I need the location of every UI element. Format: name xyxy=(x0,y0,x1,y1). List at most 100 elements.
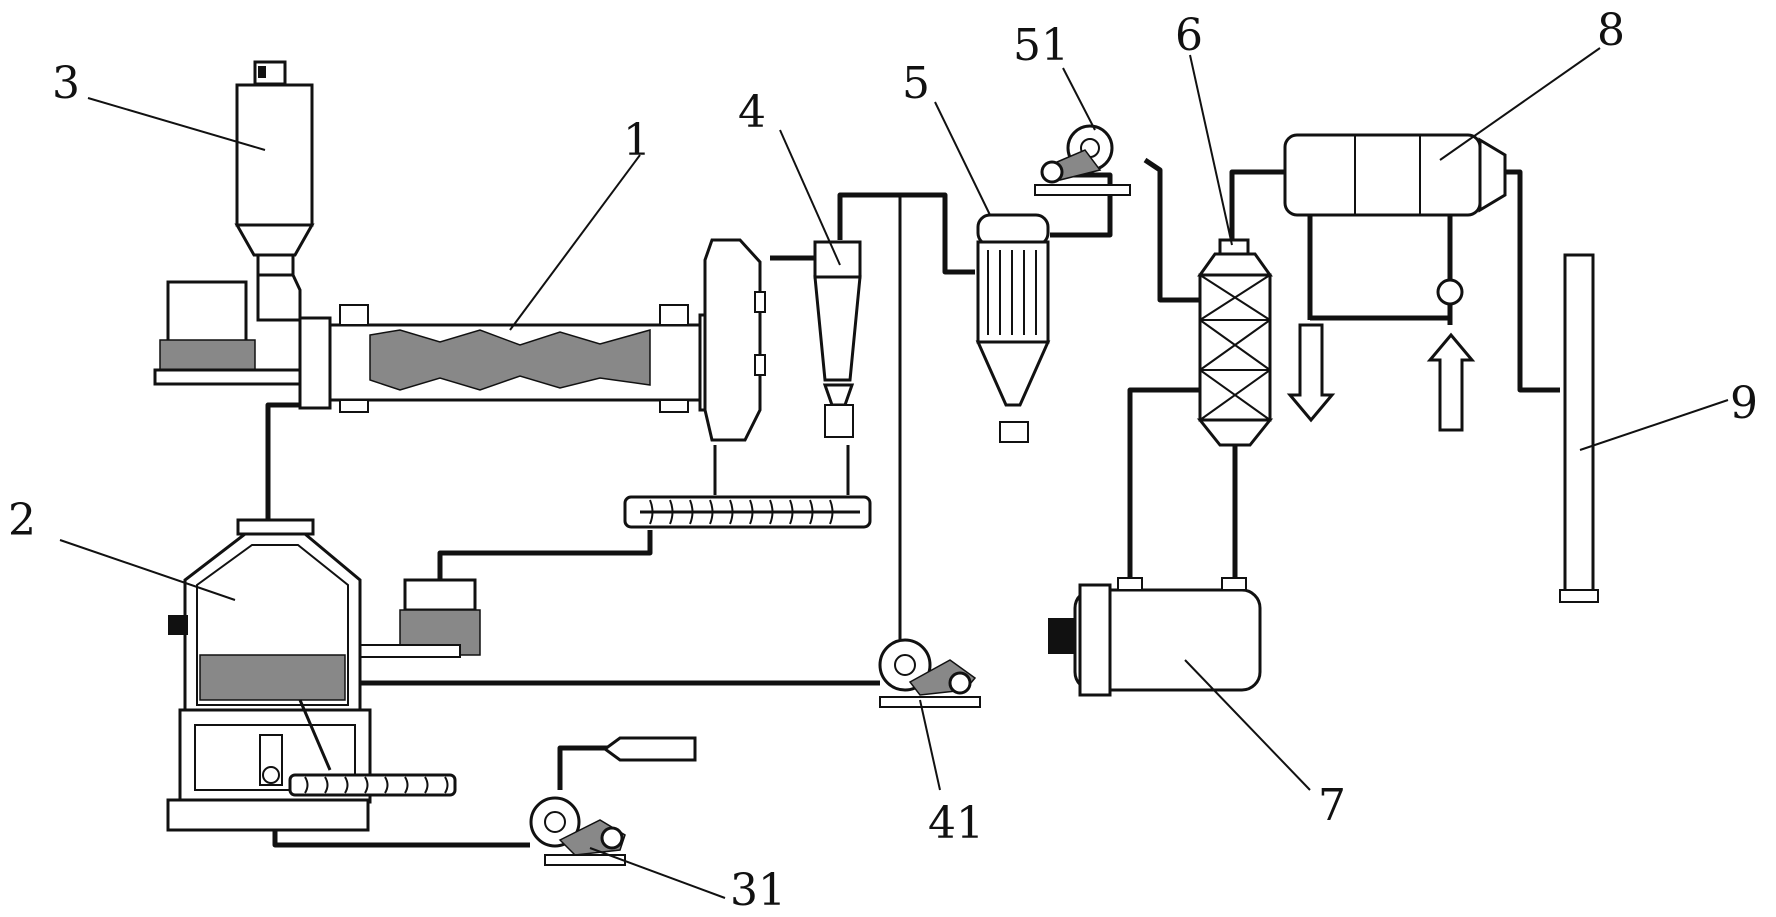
filter-discharge xyxy=(999,421,1029,443)
stack xyxy=(1559,253,1599,603)
label-1: 1 xyxy=(623,115,651,166)
scrubber-tower xyxy=(1196,238,1274,447)
fan-51-base xyxy=(1034,184,1131,196)
cyclone xyxy=(813,240,862,438)
hopper-neck xyxy=(256,253,295,277)
hopper-elbow xyxy=(256,273,302,322)
blower-31 xyxy=(529,736,697,866)
horizontal-tank xyxy=(1283,133,1507,432)
drum-support-right xyxy=(659,399,689,413)
tower-top-cone xyxy=(1197,252,1273,277)
blower-31-motor xyxy=(600,826,624,850)
tank-7-nozzle-2 xyxy=(1221,577,1247,591)
tank-8-body xyxy=(1283,133,1482,217)
pipes xyxy=(265,157,1560,848)
side-hopper-feeder xyxy=(344,644,461,658)
pipe-tank8-to-stack xyxy=(1505,169,1560,393)
label-9: 9 xyxy=(1730,378,1758,429)
air-inlet-arrow xyxy=(602,736,697,762)
drum-ring-left xyxy=(339,304,369,326)
supply-arrow-up xyxy=(1426,332,1476,432)
label-51: 51 xyxy=(1013,20,1069,71)
tank-7-pump xyxy=(1048,618,1076,654)
chamber-body xyxy=(703,238,762,442)
stack-base xyxy=(1559,589,1599,603)
screw-conveyor-lower xyxy=(288,773,457,797)
feeder-box-mechanism xyxy=(159,339,256,371)
leader-lines xyxy=(59,47,1729,899)
conveyor-lower-body xyxy=(288,773,457,797)
pipe-cyclone-to-filter xyxy=(837,192,975,275)
pipe-fan51-to-tower xyxy=(1143,157,1200,303)
pipe-conveyor-to-hopper xyxy=(437,530,653,580)
tank-7-nozzle-1 xyxy=(1117,577,1143,591)
drum-ring-right xyxy=(659,304,689,326)
stack-body xyxy=(1563,253,1595,602)
chamber-door-1 xyxy=(754,291,766,313)
conveyor-lower-flights xyxy=(304,776,449,794)
leader-2 xyxy=(59,539,236,601)
cyclone-cone xyxy=(813,275,862,382)
pipe-furnace-to-drum xyxy=(265,402,300,520)
water-tank xyxy=(1048,577,1262,697)
leader-7 xyxy=(1184,659,1311,791)
screw-conveyor-upper xyxy=(623,495,872,529)
pipe-tower-to-tank8 xyxy=(1229,169,1285,240)
filter-hopper xyxy=(975,340,1051,407)
chamber-door-2 xyxy=(754,354,766,376)
fan-41-motor xyxy=(948,671,972,695)
drum-contents xyxy=(369,329,651,391)
leader-3 xyxy=(87,97,266,151)
tower-packing xyxy=(1199,274,1271,421)
tank-8-bands xyxy=(1354,135,1421,215)
furnace-burner xyxy=(168,615,188,635)
tower-top-outlet xyxy=(1218,238,1250,256)
cyclone-valve xyxy=(822,383,855,407)
tank-7-end xyxy=(1078,583,1112,697)
furnace xyxy=(166,518,372,832)
fan-41-base xyxy=(879,696,981,708)
furnace-plinth xyxy=(166,798,370,832)
leader-9 xyxy=(1579,399,1729,451)
blower-31-hub xyxy=(544,811,566,833)
label-8: 8 xyxy=(1597,5,1625,56)
leader-5 xyxy=(934,101,991,216)
leader-4 xyxy=(779,129,841,266)
pipe-tower-to-tank7-a xyxy=(1127,387,1200,585)
hopper-cone xyxy=(234,223,315,257)
tank-8-pump xyxy=(1436,278,1464,306)
label-3: 3 xyxy=(52,58,80,109)
drum-support-left xyxy=(339,399,369,413)
fan-51 xyxy=(1034,124,1131,196)
drum-inlet-flange xyxy=(298,316,332,410)
leader-51 xyxy=(1062,67,1096,131)
leader-1 xyxy=(509,154,641,331)
leader-41 xyxy=(919,699,941,791)
label-4: 4 xyxy=(738,87,766,138)
filter-bags xyxy=(987,250,1037,335)
feeder-box xyxy=(153,280,307,386)
tower-bottom-cone xyxy=(1196,418,1274,447)
drain-arrow-down xyxy=(1286,323,1336,423)
fan-41-hub xyxy=(894,654,916,676)
reference-numerals: 1 2 3 31 4 41 5 51 6 7 8 9 xyxy=(8,5,1758,916)
feeder-box-top xyxy=(166,280,248,346)
side-hopper-top xyxy=(403,578,477,612)
hopper-motor-detail xyxy=(258,66,266,78)
label-6: 6 xyxy=(1175,10,1203,61)
side-hopper xyxy=(344,578,481,658)
furnace-bed xyxy=(199,654,346,701)
fan-41 xyxy=(878,638,981,708)
settling-chamber xyxy=(703,238,766,442)
furnace-ash-chute xyxy=(298,699,332,771)
label-41: 41 xyxy=(928,798,984,849)
label-2: 2 xyxy=(8,495,36,546)
leader-31 xyxy=(589,847,726,899)
tank-8-outlet-cone xyxy=(1478,137,1507,213)
hopper-body xyxy=(235,83,314,227)
label-7: 7 xyxy=(1318,780,1346,831)
fan-51-motor xyxy=(1040,160,1064,184)
furnace-ash-wheel xyxy=(262,766,280,784)
